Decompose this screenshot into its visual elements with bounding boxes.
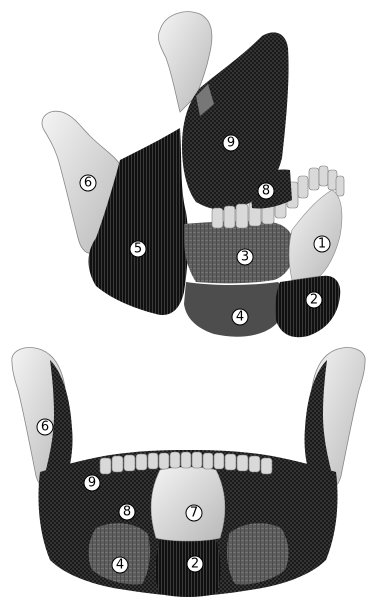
svg-text:6: 6 bbox=[41, 420, 49, 435]
label-lower-2: 2 bbox=[187, 556, 203, 572]
svg-text:9: 9 bbox=[88, 476, 96, 491]
svg-text:5: 5 bbox=[134, 242, 142, 257]
svg-text:3: 3 bbox=[241, 250, 249, 265]
svg-text:4: 4 bbox=[236, 310, 244, 325]
upper-region-2 bbox=[275, 276, 340, 338]
upper-view bbox=[42, 12, 344, 337]
label-upper-3: 3 bbox=[237, 249, 253, 265]
svg-text:6: 6 bbox=[84, 176, 92, 191]
svg-text:1: 1 bbox=[318, 237, 326, 252]
lower-region-7 bbox=[151, 467, 225, 541]
svg-text:4: 4 bbox=[116, 558, 124, 573]
label-upper-6: 6 bbox=[80, 175, 96, 191]
svg-text:8: 8 bbox=[262, 184, 270, 199]
label-lower-7: 7 bbox=[186, 505, 202, 521]
label-upper-8: 8 bbox=[258, 183, 274, 199]
svg-text:2: 2 bbox=[191, 557, 199, 572]
label-upper-1: 1 bbox=[314, 236, 330, 252]
label-lower-8: 8 bbox=[119, 504, 135, 520]
svg-text:9: 9 bbox=[227, 136, 235, 151]
label-upper-2: 2 bbox=[306, 292, 322, 308]
svg-text:7: 7 bbox=[190, 506, 198, 521]
label-lower-6: 6 bbox=[37, 419, 53, 435]
upper-region-4 bbox=[184, 282, 285, 337]
label-upper-4: 4 bbox=[232, 309, 248, 325]
label-upper-9: 9 bbox=[223, 135, 239, 151]
label-lower-4: 4 bbox=[112, 557, 128, 573]
label-upper-5: 5 bbox=[130, 241, 146, 257]
svg-text:2: 2 bbox=[310, 293, 318, 308]
label-lower-9: 9 bbox=[84, 475, 100, 491]
svg-text:8: 8 bbox=[123, 505, 131, 520]
